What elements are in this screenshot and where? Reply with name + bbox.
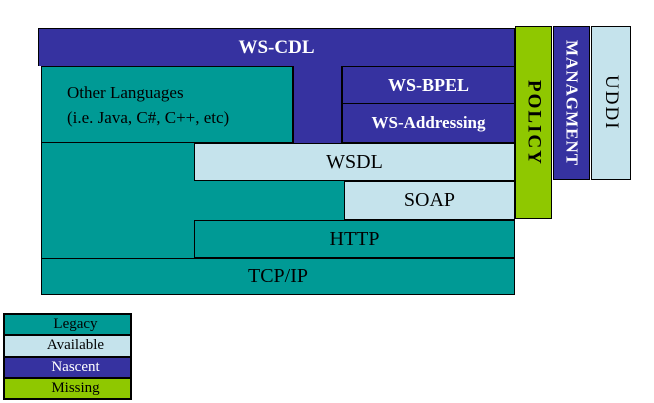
- block-ws-addressing-label: WS-Addressing: [371, 113, 486, 132]
- block-http-label: HTTP: [329, 227, 380, 250]
- block-other-languages-line2: (i.e. Java, C#, C++, etc): [67, 107, 230, 127]
- ws-cdl-connector-column: [293, 66, 342, 143]
- block-managment-label: MANAGMENT: [562, 39, 582, 167]
- block-tcp-ip-label: TCP/IP: [247, 265, 309, 287]
- block-managment: MANAGMENT: [553, 26, 590, 180]
- block-ws-addressing: WS-Addressing: [342, 103, 515, 143]
- block-policy-label: POLICY: [523, 79, 545, 166]
- block-soap-label: SOAP: [403, 189, 456, 211]
- legend-item-missing-label: Missing: [51, 379, 100, 396]
- legend: Legacy Available Nascent Missing: [3, 313, 132, 400]
- legend-item-available: Available: [5, 336, 130, 358]
- legend-item-nascent-label: Nascent: [51, 358, 100, 375]
- block-wsdl-label: WSDL: [326, 150, 383, 173]
- block-ws-cdl-label: WS-CDL: [238, 36, 315, 58]
- block-uddi-label: UDDI: [601, 75, 622, 131]
- block-soap: SOAP: [344, 181, 515, 220]
- legend-item-legacy: Legacy: [5, 315, 130, 337]
- block-tcp-ip: TCP/IP: [41, 258, 515, 295]
- legend-item-legacy-label: Legacy: [53, 316, 98, 333]
- block-other-languages-line1: Other Languages: [67, 82, 184, 102]
- block-other-languages: Other Languages (i.e. Java, C#, C++, etc…: [41, 66, 293, 143]
- legend-item-nascent: Nascent: [5, 357, 130, 379]
- legend-item-available-label: Available: [46, 337, 105, 354]
- legend-item-missing: Missing: [5, 378, 130, 398]
- block-uddi: UDDI: [591, 26, 631, 180]
- block-policy: POLICY: [515, 26, 552, 219]
- block-ws-bpel-label: WS-BPEL: [387, 74, 470, 95]
- block-http: HTTP: [194, 220, 515, 258]
- block-ws-bpel: WS-BPEL: [342, 66, 515, 104]
- block-wsdl: WSDL: [194, 143, 515, 181]
- block-ws-cdl: WS-CDL: [38, 28, 515, 66]
